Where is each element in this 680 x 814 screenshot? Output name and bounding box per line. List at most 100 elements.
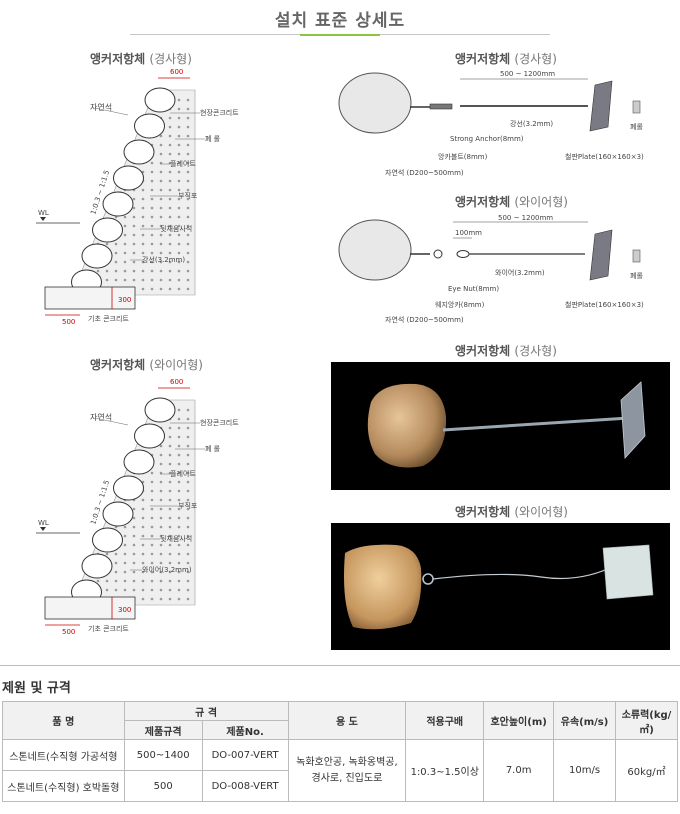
- length-label: 500 ~ 1200mm: [500, 70, 555, 78]
- anchor-rod-image: [442, 416, 630, 432]
- row-size: 500~1400: [123, 739, 203, 771]
- steel-wire-label: 강선(3.2mm): [510, 119, 553, 128]
- natural-stone-label: 자연석: [90, 412, 112, 422]
- row-name: 스톤네트(수직형) 호박돌형: [2, 770, 125, 802]
- pebble-roll: [632, 100, 641, 114]
- natural-stone-label: 자연석 (D200~500mm): [385, 315, 464, 324]
- velocity-cell: 10m/s: [553, 739, 617, 802]
- wl-marker-icon: [40, 217, 46, 221]
- steel-plate: [589, 80, 613, 132]
- stone: [113, 475, 144, 501]
- stone: [92, 217, 123, 243]
- dim-600-label: 600: [170, 378, 183, 386]
- header-slope: 적용구배: [405, 701, 485, 740]
- stone: [102, 191, 134, 217]
- wire-label: 와이어(3.2mm): [495, 268, 545, 277]
- wall-group-a: [36, 87, 205, 316]
- row-no: DO-008-VERT: [201, 770, 289, 802]
- dim-600-label: 600: [170, 68, 183, 76]
- base-label: 기초 콘크리트: [88, 624, 129, 633]
- page-title: 설치 표준 상세도: [274, 11, 406, 31]
- header-name: 품 명: [2, 701, 125, 740]
- filter-label: 부직포: [178, 501, 198, 510]
- dim-500-label: 500: [62, 318, 75, 326]
- wall-section-diagram-b: 600 자연석 현장콘크리트 폐 롤 플레이트 부직포 뒷채움사석 와이어(3.…: [36, 378, 239, 636]
- pebble-label: 폐 롤: [205, 444, 221, 453]
- base-label: 기초 콘크리트: [88, 314, 129, 323]
- stone: [81, 243, 113, 269]
- header-velocity: 유속(m/s): [553, 701, 617, 740]
- stone-image: [367, 383, 447, 468]
- eye-nut-label: Eye Nut(8mm): [448, 285, 499, 293]
- section-b-title: 앵커저항체 (경사형): [455, 52, 557, 66]
- usage-cell: 녹화호안공, 녹화옹벽공, 경사로, 진입도로: [287, 739, 407, 802]
- force-cell: 60kg/㎡: [615, 739, 678, 802]
- length-label: 500 ~ 1200mm: [498, 214, 553, 222]
- plate-image: [620, 381, 646, 459]
- table-row: 스톤네트(수직형) 호박돌형 500 DO-008-VERT: [2, 770, 678, 802]
- backfill-label: 뒷채움사석: [160, 534, 192, 543]
- section-f-title: 앵커저항체 (와이어형): [455, 505, 568, 519]
- anchor-diagram-a: 500 ~ 1200mm 강선(3.2mm) Strong Anchor(8mm…: [338, 70, 644, 177]
- header-spec-size: 제품규격: [123, 720, 203, 740]
- wire-label: 와이어(3.2mm): [142, 565, 192, 574]
- plate-label: 플레이트: [170, 469, 196, 478]
- wl-label: WL: [38, 519, 49, 527]
- stone-ellipse: [338, 72, 412, 134]
- stone-image: [344, 544, 422, 630]
- header-usage: 용 도: [287, 701, 407, 740]
- steel-plate: [589, 229, 613, 281]
- section-d-title: 앵커저항체 (와이어형): [90, 358, 203, 372]
- plate-label: 철판Plate(160×160×3): [565, 300, 644, 309]
- spec-section-title: 제원 및 규격: [2, 681, 71, 696]
- wall-section-diagram-a: 600 자연석 현장콘크리트 폐 롤 플레이트 부직포 뒷채움사석 강선(3.2…: [36, 68, 239, 326]
- spec-divider: [0, 665, 680, 666]
- plate-label: 플레이트: [170, 159, 196, 168]
- stone: [134, 113, 165, 139]
- wire-loop: [456, 250, 470, 258]
- wl-marker-icon: [40, 527, 46, 531]
- title-accent: [300, 34, 380, 36]
- anchor-bolt: [429, 103, 453, 110]
- stone: [102, 501, 134, 527]
- strong-anchor-label: Strong Anchor(8mm): [450, 135, 524, 143]
- eye-nut: [433, 249, 443, 259]
- slope-cell: 1:0.3~1.5이상: [405, 739, 485, 802]
- section-c-title: 앵커저항체 (와이어형): [455, 195, 568, 209]
- wedge-label: 웨지앙카(8mm): [435, 300, 485, 309]
- height-cell: 7.0m: [483, 739, 555, 802]
- section-e-title: 앵커저항체 (경사형): [455, 344, 557, 358]
- concrete-label: 현장콘크리트: [200, 418, 239, 427]
- table-row: 스톤네트(수직형 가공석형 500~1400 DO-007-VERT 녹화호안공…: [2, 739, 678, 802]
- spec-table: 품 명 규 격 용 도 적용구배 호안높이(m) 유속(m/s) 소류력(kg/…: [2, 701, 678, 802]
- backfill-label: 뒷채움사석: [160, 224, 192, 233]
- base-concrete: [44, 596, 136, 620]
- dim-300-label: 300: [118, 296, 131, 304]
- stone: [113, 165, 144, 191]
- row-size: 500: [123, 770, 203, 802]
- stone: [144, 87, 176, 113]
- plate-label: 철판Plate(160×160×3): [565, 152, 644, 161]
- stone: [144, 397, 176, 423]
- pebble-label: 폐 롤: [205, 134, 221, 143]
- stone: [92, 527, 123, 553]
- eye-nut-image: [422, 573, 434, 585]
- steel-wire-label: 강선(3.2mm): [142, 255, 185, 264]
- stone: [81, 553, 113, 579]
- dim-500-label: 500: [62, 628, 75, 636]
- wall-group-b: [36, 397, 205, 626]
- pebble-roll: [632, 249, 641, 263]
- dim-300-label: 300: [118, 606, 131, 614]
- stone: [123, 449, 155, 475]
- wire-image: [432, 564, 617, 580]
- natural-stone-label: 자연석 (D200~500mm): [385, 168, 464, 177]
- filter-label: 부직포: [178, 191, 198, 200]
- concrete-label: 현장콘크리트: [200, 108, 239, 117]
- row-name: 스톤네트(수직형 가공석형: [2, 739, 125, 771]
- pebble-label: 폐롤: [630, 122, 643, 131]
- photo-anchor-slope: [331, 362, 670, 490]
- base-concrete: [44, 286, 136, 310]
- section-a-title: 앵커저항체 (경사형): [90, 52, 192, 66]
- stone: [134, 423, 165, 449]
- plate-image: [602, 544, 654, 600]
